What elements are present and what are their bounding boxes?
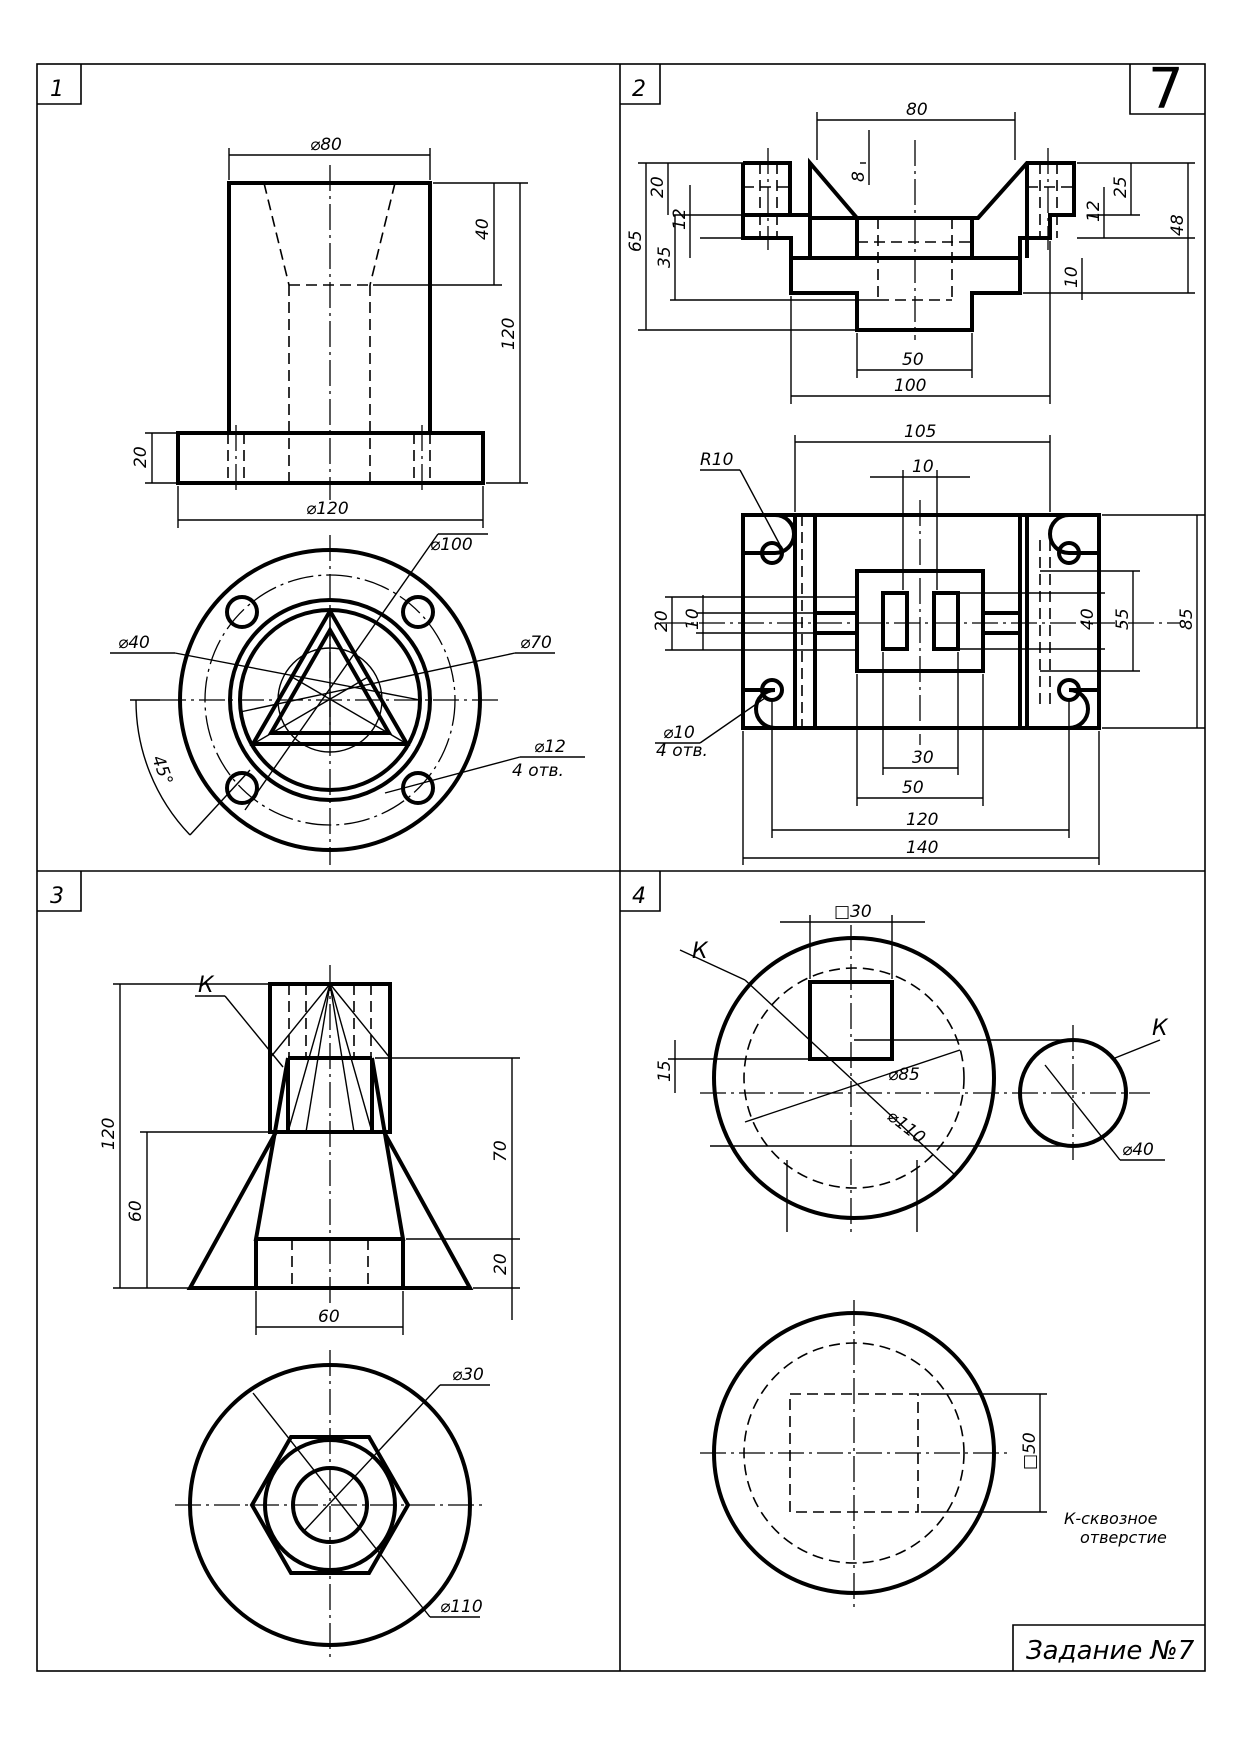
panel-4-front-view — [700, 915, 1150, 1235]
panel-number-1: 1 — [50, 77, 64, 102]
dim-p2-h12b: 12 — [1084, 200, 1104, 222]
through-hole-note-line1: К-сквозное — [1064, 1509, 1158, 1528]
dim-p1-d40: ⌀40 — [118, 633, 150, 653]
dim-p4-d85: ⌀85 — [888, 1065, 920, 1085]
panel-1-front-view — [176, 165, 485, 500]
panel-3-top-view — [175, 1350, 485, 1660]
panel-2-top-dimensions — [655, 435, 1205, 865]
dim-p3-d30: ⌀30 — [452, 1365, 484, 1385]
dim-p1-holes: 4 отв. — [512, 761, 564, 781]
dim-p2-w105: 105 — [904, 422, 936, 442]
dim-p2-v55: 55 — [1113, 608, 1133, 630]
dim-p2-w50: 50 — [902, 350, 924, 370]
dim-p2-h10: 10 — [1062, 266, 1082, 288]
panel-3-top-dimensions — [252, 1384, 490, 1618]
panel-4-front-dimensions — [668, 921, 1165, 1176]
panel-3-front-dimensions — [113, 983, 520, 1335]
dim-p2-w30: 30 — [912, 748, 934, 768]
panel-1-top-view — [160, 535, 500, 865]
dim-p3-d110: ⌀110 — [440, 1597, 483, 1617]
dim-p2-h8: 8 — [849, 171, 869, 182]
dim-p1-d120: ⌀120 — [306, 499, 349, 519]
dim-p1-h20: 20 — [131, 446, 151, 468]
dim-p2-v20: 20 — [652, 610, 672, 632]
dim-p2-w50b: 50 — [902, 778, 924, 798]
panel-1-dimensions — [145, 148, 528, 528]
dim-p3-w60: 60 — [318, 1307, 340, 1327]
dim-p2-h20: 20 — [648, 176, 668, 198]
dim-p1-d80: ⌀80 — [310, 135, 342, 155]
dim-p2-w100: 100 — [894, 376, 926, 396]
dim-p1-h120: 120 — [499, 318, 519, 350]
panel-number-3: 3 — [50, 884, 64, 909]
dim-p2-w140: 140 — [906, 838, 938, 858]
panel-2-top-view — [660, 500, 1180, 745]
dim-p3-h70: 70 — [491, 1140, 511, 1162]
panel-number-2: 2 — [632, 77, 646, 102]
dim-p3-h20: 20 — [491, 1253, 511, 1275]
panel-4-top-dimensions — [921, 1393, 1047, 1513]
dim-p2-v10: 10 — [683, 608, 703, 630]
dim-p1-d100: ⌀100 — [430, 535, 473, 555]
dim-p2-h35: 35 — [655, 246, 675, 268]
dim-p1-a45: 45° — [147, 753, 176, 788]
dim-p2-w10: 10 — [912, 457, 934, 477]
dim-p1-h40: 40 — [473, 218, 493, 240]
dim-p2-w120: 120 — [906, 810, 938, 830]
panel-4-top-view — [700, 1300, 1010, 1610]
dim-p2-w80: 80 — [906, 100, 928, 120]
dim-p2-d10: ⌀10 — [663, 723, 695, 743]
mark-p3-k: К — [198, 973, 215, 998]
panel-3-front-view — [186, 965, 474, 1305]
dim-p3-h60: 60 — [126, 1200, 146, 1222]
mark-p4-k1: К — [692, 939, 709, 964]
through-hole-note-line2: отверстие — [1080, 1528, 1167, 1547]
dim-p1-d70: ⌀70 — [520, 633, 552, 653]
dim-p2-v85: 85 — [1177, 608, 1197, 630]
dim-p2-holes: 4 отв. — [656, 741, 708, 761]
dim-p3-h120: 120 — [99, 1118, 119, 1150]
panel-number-4: 4 — [632, 884, 646, 909]
dim-p4-h15: 15 — [655, 1060, 675, 1082]
dim-p2-h25: 25 — [1111, 176, 1131, 198]
dim-p2-h65: 65 — [626, 230, 646, 252]
sheet-title: Задание №7 — [1026, 1636, 1195, 1666]
panel-2-front-dimensions — [638, 112, 1195, 404]
dim-p4-sq30: □30 — [834, 902, 872, 922]
sheet-frame — [36, 63, 1206, 1672]
dim-p4-sq50: □50 — [1020, 1432, 1040, 1470]
task-number: 7 — [1148, 57, 1184, 122]
dim-p4-d110: ⌀110 — [883, 1106, 929, 1148]
panel-2-front-view — [741, 140, 1076, 340]
panel-1-top-dimensions — [110, 533, 585, 836]
dim-p2-r10: R10 — [700, 450, 733, 470]
dim-p1-d12: ⌀12 — [534, 737, 566, 757]
dim-p2-h48: 48 — [1168, 214, 1188, 236]
mark-p4-k2: К — [1152, 1016, 1169, 1041]
dim-p2-v40: 40 — [1078, 608, 1098, 630]
dim-p4-d40: ⌀40 — [1122, 1140, 1154, 1160]
dim-p2-h12a: 12 — [670, 208, 690, 230]
